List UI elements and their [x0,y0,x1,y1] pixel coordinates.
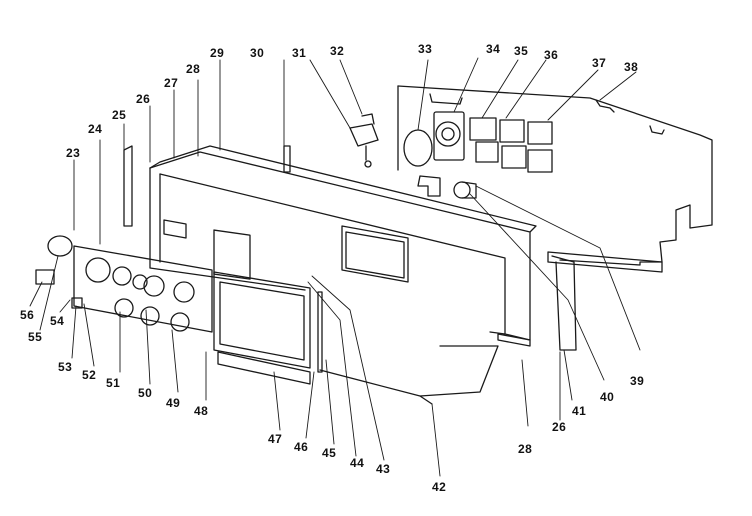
callout-42: 42 [432,480,447,494]
callout-28-bottom: 28 [518,442,533,456]
trim-strips [123,145,577,405]
switch-bracket [349,113,379,168]
callout-26-bottom: 26 [552,420,567,434]
callout-27: 27 [164,76,179,90]
callout-33: 33 [418,42,433,56]
callout-25: 25 [112,108,127,122]
callout-56: 56 [20,308,35,322]
callout-38: 38 [624,60,639,74]
callout-35: 35 [514,44,529,58]
knob-plate [35,235,213,333]
callout-46: 46 [294,440,309,454]
callout-43: 43 [376,462,391,476]
callout-34: 34 [486,42,501,56]
callout-54: 54 [50,314,65,328]
callout-32: 32 [330,44,345,58]
callout-36: 36 [544,48,559,62]
callout-44: 44 [350,456,365,470]
control-panel-housing [149,145,537,341]
callout-28-top: 28 [186,62,201,76]
callout-40: 40 [600,390,615,404]
callout-51: 51 [106,376,121,390]
callout-49: 49 [166,396,181,410]
callout-30: 30 [250,46,265,60]
callout-41: 41 [572,404,587,418]
back-panel [397,85,713,273]
callout-39: 39 [630,374,645,388]
callout-31: 31 [292,46,307,60]
callout-47: 47 [268,432,283,446]
callout-48: 48 [194,404,209,418]
leader-lines [29,57,641,477]
callout-37: 37 [592,56,607,70]
callout-53: 53 [58,360,73,374]
callout-29: 29 [210,46,225,60]
callout-55: 55 [28,330,43,344]
callout-45: 45 [322,446,337,460]
callout-26-top: 26 [136,92,151,106]
callout-50: 50 [138,386,153,400]
callout-52: 52 [82,368,97,382]
window-assembly [213,271,323,385]
callout-24: 24 [88,122,103,136]
callout-23: 23 [66,146,81,160]
clock-assembly [403,111,553,199]
wire-clip [283,145,291,173]
